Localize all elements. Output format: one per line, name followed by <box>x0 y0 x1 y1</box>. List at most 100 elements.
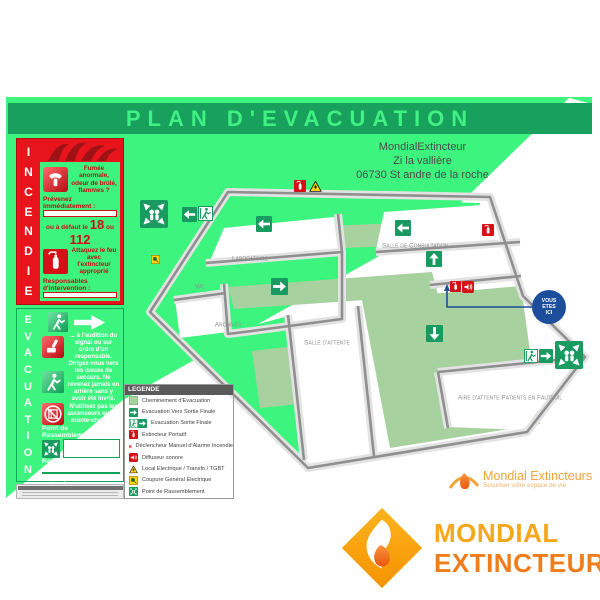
legend-item: Point de Rassemblement <box>125 486 233 497</box>
attack-fire-text: Attaquez le feu avec l'extincteur approp… <box>71 246 117 276</box>
extinguisher-icon <box>482 224 494 236</box>
address-line: Zi la vallière <box>393 155 452 167</box>
assembly-point-icon <box>42 440 60 458</box>
address-line: MondialExtincteur <box>378 141 467 153</box>
flames-decoration-icon <box>48 142 118 161</box>
site-address: MondialExtincteur Zi la vallière 06730 S… <box>295 140 550 182</box>
emergency-numbers: ou à défaut le 18 ou 112 <box>46 216 114 247</box>
legend-item-label: Coupure Général Electrique <box>142 477 212 484</box>
legend-item-label: Point de Rassemblement <box>142 488 205 495</box>
exit-arrow-icon <box>395 220 411 236</box>
final-exit-icon <box>129 419 147 428</box>
extinguisher-icon <box>43 249 68 274</box>
address-line: 06730 St andre de la roche <box>356 169 489 181</box>
electrical-warning-icon <box>129 465 138 474</box>
extinguisher-icon <box>450 281 461 292</box>
running-man-icon <box>48 312 68 332</box>
notify-label: Prévenez immédiatement : <box>43 196 96 211</box>
legend-item-label: Evacuation Vers Sortie Finale <box>142 409 216 416</box>
room-label: Salle de Consultation <box>381 242 449 250</box>
running-man-icon <box>42 371 64 393</box>
brand-word-extincteur: EXTINCTEUR <box>434 548 600 578</box>
legend-item: Déclencheur Manuel d'Alarme Incendie <box>125 441 233 452</box>
legend-item-label: Local Electrique / Transfo / TGBT <box>142 466 225 473</box>
intervention-responsables-label: Responsables d'intervention : <box>43 277 91 292</box>
fine-print-strip <box>16 484 124 499</box>
legend-item: Extincteur Portatif <box>125 429 233 440</box>
exit-route-text: Dirigez-vous vers les issues de secours.… <box>67 361 120 402</box>
sounder-icon <box>462 281 474 293</box>
room-label: Aire d'attente Patients en Fauteuil <box>457 394 563 402</box>
exit-arrow-icon <box>426 251 442 267</box>
page-title: PLAN D'EVACUATION <box>125 105 475 131</box>
brand-logo-small: Mondial Extincteurs Securiser votre espa… <box>448 464 592 494</box>
you-are-here-connector <box>444 284 533 308</box>
assembly-point-field[interactable] <box>63 439 120 458</box>
flame-diamond-icon <box>341 507 423 589</box>
flame-swoosh-icon <box>448 473 480 490</box>
room-label: Wc <box>195 283 205 291</box>
sounder-icon <box>129 453 138 462</box>
notify-field[interactable] <box>43 210 117 217</box>
final-exit-man-icon <box>198 206 213 221</box>
assembly-point-icon <box>129 487 138 496</box>
title-bar: PLAN D'EVACUATION <box>8 103 592 134</box>
legend-item: Evacuation Vers Sortie Finale <box>125 406 233 417</box>
brand-name: Mondial Extincteurs <box>483 469 593 483</box>
legend-item: Evacuation Sortie Finale <box>125 418 233 429</box>
room-label: Laboratoire <box>232 255 268 263</box>
emergency-phone-icon <box>43 167 68 192</box>
incendie-instructions: Fumée anormale, odeur de brûlé, flammes … <box>40 162 120 301</box>
power-cutoff-icon <box>151 255 160 264</box>
exit-arrow-icon <box>539 349 553 363</box>
number-112: 112 <box>69 231 91 247</box>
exit-arrow-icon <box>256 216 272 232</box>
brand-word-mondial: MONDIAL <box>434 518 559 548</box>
manual-alarm-icon <box>129 442 132 451</box>
signal-text: ... à l'audition du signal ou sur ordre … <box>69 333 118 360</box>
evacuation-responsables-field[interactable] <box>42 472 120 474</box>
legend-item-label: Extincteur Portatif <box>142 431 187 438</box>
exit-arrow-icon <box>129 408 138 417</box>
legend-item: Coupure Général Electrique <box>125 475 233 486</box>
no-elevator-icon <box>42 403 64 425</box>
extinguisher-icon <box>294 180 306 192</box>
exit-arrow-icon <box>426 325 443 342</box>
evacuation-route-icon <box>129 396 138 405</box>
extinguisher-icon <box>129 430 138 439</box>
legend-item-label: Evacuation Sortie Finale <box>151 420 212 427</box>
assembly-point-label: Point de Rassemblement : <box>42 425 97 439</box>
electrical-warning-icon <box>309 180 322 193</box>
evacuation-instructions: ... à l'audition du signal ou sur ordre … <box>39 309 123 490</box>
legend-item-label: Déclencheur Manuel d'Alarme Incendie <box>135 443 233 450</box>
legend-item-label: Cheminement d'Evacuation <box>142 397 211 404</box>
smoke-warning-text: Fumée anormale, odeur de brûlé, flammes … <box>71 165 117 194</box>
brand-logo-large: MONDIAL EXTINCTEUR <box>338 504 600 592</box>
legend-item: Cheminement d'Evacuation <box>125 395 233 406</box>
exit-arrow-icon <box>271 278 288 295</box>
assembly-point-icon <box>140 200 168 228</box>
power-cutoff-icon <box>129 476 138 485</box>
assembly-point-icon <box>555 341 583 369</box>
legend-item-label: Diffuseur sonore <box>142 454 183 461</box>
brand-tagline: Securiser votre espace de vie <box>483 482 566 489</box>
room-label: Salle d'attente <box>304 339 350 347</box>
final-exit-man-icon <box>524 349 538 363</box>
room-label: Archives <box>214 321 242 329</box>
evacuation-responsables-label: Responsables d'évacuation : <box>42 458 87 472</box>
legend-item: Local Electrique / Transfo / TGBT <box>125 463 233 474</box>
legend-item: Diffuseur sonore <box>125 452 233 463</box>
number-18: 18 <box>89 216 105 232</box>
intervention-responsables-field[interactable] <box>43 291 117 298</box>
legend-header: LEGENDE <box>125 385 233 395</box>
floor-plan <box>146 188 589 472</box>
exit-direction-arrow-icon <box>73 314 105 330</box>
